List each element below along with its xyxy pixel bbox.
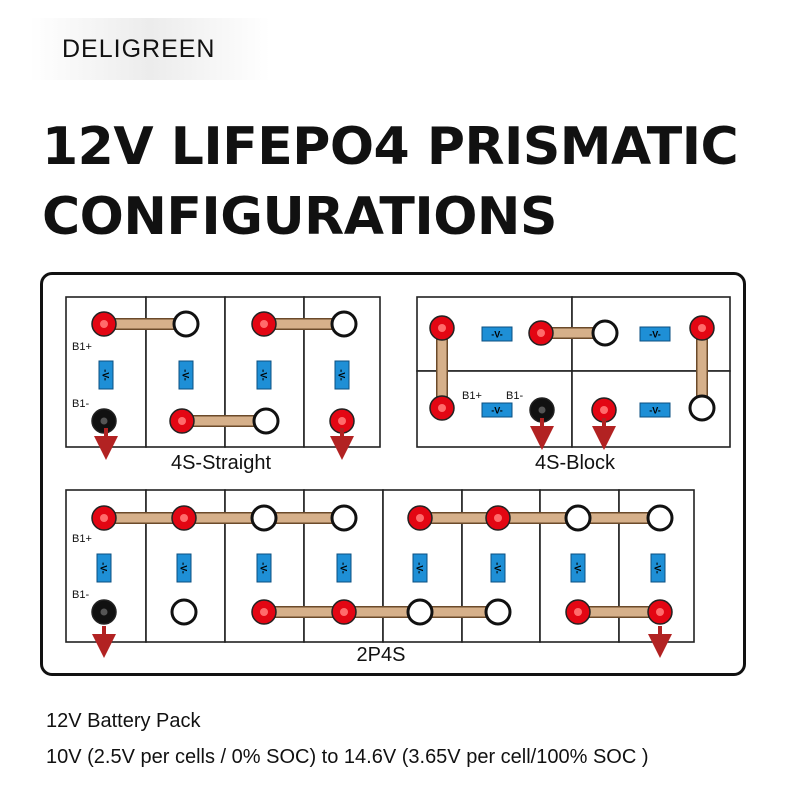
cell-voltage-label: -V- bbox=[336, 553, 352, 583]
diagram-frame bbox=[40, 272, 746, 676]
cells-layer bbox=[65, 296, 731, 643]
svg-text:-V-: -V- bbox=[573, 562, 583, 574]
title-line-2: CONFIGURATIONS bbox=[42, 187, 557, 247]
positive-terminal bbox=[169, 408, 195, 434]
terminal bbox=[406, 598, 434, 626]
positive-terminal bbox=[407, 505, 433, 531]
page-title: 12V LIFEPO4 PRISMATIC CONFIGURATIONS bbox=[42, 112, 739, 252]
positive-terminal bbox=[485, 505, 511, 531]
svg-text:-V-: -V- bbox=[649, 330, 661, 340]
terminal bbox=[330, 310, 358, 338]
cell-voltage-label: -V- bbox=[178, 360, 194, 390]
svg-text:-V-: -V- bbox=[649, 406, 661, 416]
b1-plus-label: B1+ bbox=[72, 533, 92, 545]
terminal bbox=[484, 598, 512, 626]
cell-voltage-label: -V- bbox=[639, 326, 671, 342]
busbar bbox=[258, 606, 506, 618]
positive-terminal bbox=[251, 311, 277, 337]
positive-terminal bbox=[331, 599, 357, 625]
terminal bbox=[330, 504, 358, 532]
terminal bbox=[252, 407, 280, 435]
cell-voltage-label: -V- bbox=[481, 402, 513, 418]
negative-terminal bbox=[91, 599, 117, 625]
cell-voltage-label: -V- bbox=[481, 326, 513, 342]
b1-minus-label: B1- bbox=[506, 390, 523, 402]
busbar bbox=[414, 512, 666, 524]
svg-text:-V-: -V- bbox=[493, 562, 503, 574]
cell-voltage-label: -V- bbox=[650, 553, 666, 583]
negative-terminal bbox=[91, 408, 117, 434]
cell-voltage-label: -V- bbox=[256, 360, 272, 390]
svg-text:-V-: -V- bbox=[339, 562, 349, 574]
config-label-4s-block: 4S-Block bbox=[535, 452, 616, 474]
svg-text:-V-: -V- bbox=[491, 330, 503, 340]
svg-text:-V-: -V- bbox=[101, 369, 111, 381]
svg-text:-V-: -V- bbox=[179, 562, 189, 574]
cell-voltage-label: -V- bbox=[98, 360, 114, 390]
terminal bbox=[564, 504, 592, 532]
positive-terminal bbox=[429, 395, 455, 421]
positive-terminal bbox=[251, 599, 277, 625]
terminal bbox=[591, 319, 619, 347]
brand-name: DELIGREEN bbox=[62, 34, 216, 63]
positive-terminal bbox=[329, 408, 355, 434]
terminal bbox=[688, 394, 716, 422]
terminal bbox=[646, 504, 674, 532]
footer-voltage-range: 10V (2.5V per cells / 0% SOC) to 14.6V (… bbox=[46, 746, 649, 768]
cell-voltage-label: -V- bbox=[176, 553, 192, 583]
cell-voltage-label: -V- bbox=[96, 553, 112, 583]
cell-voltage-label: -V- bbox=[256, 553, 272, 583]
labels-layer: 4S-Straight 4S-Block 2P4S -V--V--V--V-B1… bbox=[72, 326, 672, 666]
cell-voltage-label: -V- bbox=[490, 553, 506, 583]
config-label-4s-straight: 4S-Straight bbox=[171, 452, 271, 474]
svg-text:-V-: -V- bbox=[259, 562, 269, 574]
cell-voltage-label: -V- bbox=[412, 553, 428, 583]
svg-text:-V-: -V- bbox=[337, 369, 347, 381]
svg-text:-V-: -V- bbox=[99, 562, 109, 574]
terminal bbox=[170, 598, 198, 626]
busbar bbox=[98, 512, 350, 524]
cell-voltage-label: -V- bbox=[639, 402, 671, 418]
positive-terminal bbox=[429, 315, 455, 341]
terminal bbox=[250, 504, 278, 532]
positive-terminal bbox=[171, 505, 197, 531]
cell-voltage-label: -V- bbox=[570, 553, 586, 583]
positive-terminal bbox=[565, 599, 591, 625]
positive-terminal bbox=[647, 599, 673, 625]
b1-plus-label: B1+ bbox=[72, 341, 92, 353]
svg-text:-V-: -V- bbox=[415, 562, 425, 574]
svg-text:-V-: -V- bbox=[181, 369, 191, 381]
terminals-layer bbox=[91, 310, 716, 626]
negative-terminal bbox=[529, 397, 555, 423]
svg-text:-V-: -V- bbox=[653, 562, 663, 574]
positive-terminal bbox=[91, 311, 117, 337]
terminal bbox=[172, 310, 200, 338]
brand-banner: DELIGREEN bbox=[30, 18, 270, 80]
svg-text:-V-: -V- bbox=[491, 406, 503, 416]
positive-terminal bbox=[689, 315, 715, 341]
cell-voltage-label: -V- bbox=[334, 360, 350, 390]
svg-text:-V-: -V- bbox=[259, 369, 269, 381]
positive-terminal bbox=[591, 397, 617, 423]
b1-minus-label: B1- bbox=[72, 589, 89, 601]
positive-terminal bbox=[528, 320, 554, 346]
positive-terminal bbox=[91, 505, 117, 531]
b1-minus-label: B1- bbox=[72, 398, 89, 410]
title-line-1: 12V LIFEPO4 PRISMATIC bbox=[42, 117, 739, 177]
config-label-2p4s: 2P4S bbox=[357, 644, 406, 666]
footer-pack-label: 12V Battery Pack bbox=[46, 710, 201, 732]
b1-plus-label: B1+ bbox=[462, 390, 482, 402]
